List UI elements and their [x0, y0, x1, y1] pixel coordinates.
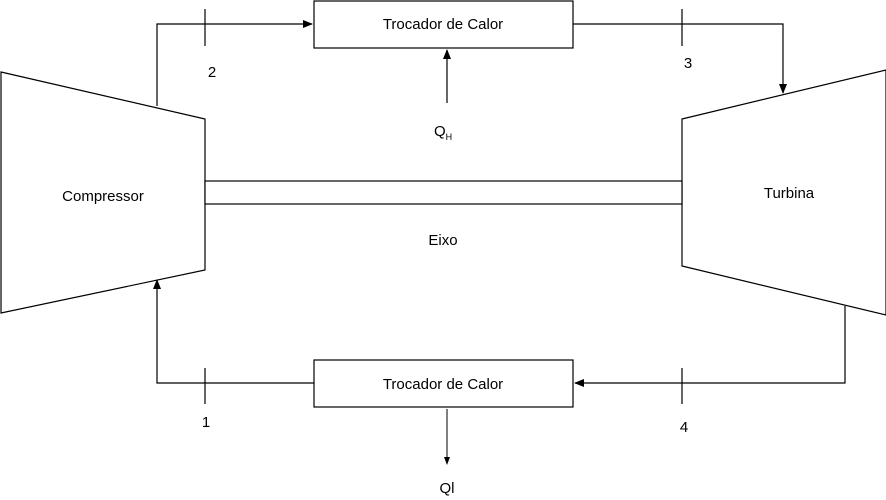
heat-exchanger-top-label: Trocador de Calor — [383, 16, 503, 33]
heat-output-label: Ql — [440, 480, 455, 497]
turbine-shape — [681, 69, 886, 316]
flow-line-1 — [153, 279, 314, 384]
shaft-label: Eixo — [428, 232, 457, 249]
heat-exchanger-top-box — [313, 0, 574, 49]
heat-input-symbol: Q — [434, 123, 446, 140]
flow-line-2 — [156, 20, 313, 106]
compressor-shape — [0, 71, 206, 314]
state-label-1: 1 — [202, 414, 210, 431]
heat-input-label: QH — [434, 123, 452, 142]
state-label-2: 2 — [208, 64, 216, 81]
compressor-label: Compressor — [62, 188, 144, 205]
flow-line-3 — [573, 23, 787, 94]
state-label-4: 4 — [680, 419, 688, 436]
turbine-label: Turbina — [764, 185, 815, 202]
flow-line-4 — [574, 306, 846, 387]
heat-exchanger-bottom-label: Trocador de Calor — [383, 376, 503, 393]
shaft-shape — [204, 180, 683, 205]
heat-input-subscript: H — [446, 132, 453, 142]
state-label-3: 3 — [684, 55, 692, 72]
